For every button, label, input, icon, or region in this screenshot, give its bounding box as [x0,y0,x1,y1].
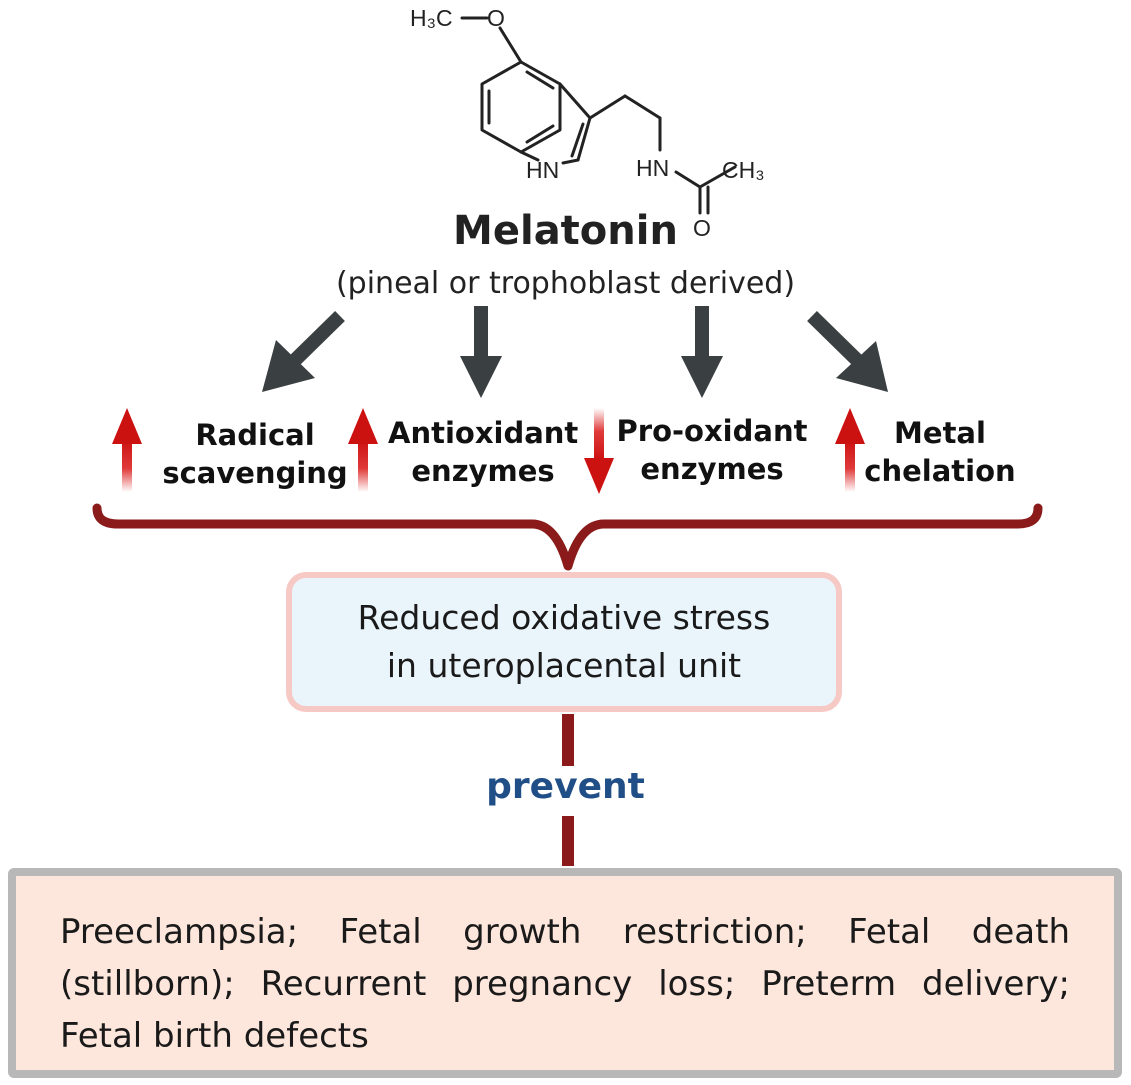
bond-carbonyl-methyl [698,165,737,189]
mechanism-pro-oxidant-enzymes: Pro-oxidant enzymes [612,412,812,488]
bond-chain-2 [623,94,662,120]
increase-arrow-metal [835,408,865,492]
conditions-box: Preeclampsia; Fetal growth restriction; … [8,868,1122,1078]
outcome-line2: in uteroplacental unit [386,646,742,685]
flow-arrow-radical [262,310,345,392]
decrease-arrow-prooxidant [584,408,614,494]
mechanism-line2: enzymes [411,454,555,488]
flow-arrow-metal [807,310,888,392]
compound-source: (pineal or trophoblast derived) [335,266,796,301]
outcome-box: Reduced oxidative stress in uteroplacent… [286,572,842,712]
mechanism-line2: chelation [864,454,1016,488]
bond-oxygen-ring [498,26,523,64]
melatonin-structure: H₃C O HN HN CH₃ O [410,5,765,241]
mechanism-metal-chelation: Metal chelation [860,414,1020,490]
mechanism-line1: Pro-oxidant [616,414,808,448]
benzene-double-bond-2 [525,70,555,90]
bond-n-c7a [519,150,540,162]
prevent-label: prevent [486,766,645,807]
conditions-text: Preeclampsia; Fetal growth restriction; … [60,912,1070,1056]
outcome-line1: Reduced oxidative stress [357,598,771,637]
bond-c3-c2 [576,116,592,162]
bond-chain-1 [588,94,627,120]
mechanism-line2: enzymes [640,452,784,486]
mechanism-line1: Antioxidant [388,416,579,450]
flow-arrow-prooxidant [681,306,723,398]
carbonyl-oxygen-label: O [693,215,711,241]
pyrrole-double-bond [570,122,585,158]
benzene-double-bond-3 [525,124,555,144]
ring-nh-label: HN [526,157,559,183]
chain-nh-label: HN [636,155,669,181]
oxygen-top-label: O [487,5,505,31]
compound-name: Melatonin [453,208,678,254]
flow-arrow-antioxidant [460,306,502,398]
bond-n-carbonyl [674,170,702,189]
grouping-bracket [92,503,1043,571]
bond-c2-n [561,158,580,165]
mechanism-line2: scavenging [162,456,348,490]
increase-arrow-radical [112,408,142,492]
methyl-label: CH₃ [722,157,765,183]
mechanism-radical-scavenging: Radical scavenging [150,416,360,492]
methoxy-label: H₃C [410,5,453,31]
mechanism-antioxidant-enzymes: Antioxidant enzymes [388,414,578,490]
mechanism-line1: Radical [195,418,315,452]
increase-arrow-antioxidant [348,408,378,492]
bond-c3a-c3 [558,82,592,120]
mechanism-line1: Metal [894,416,986,450]
